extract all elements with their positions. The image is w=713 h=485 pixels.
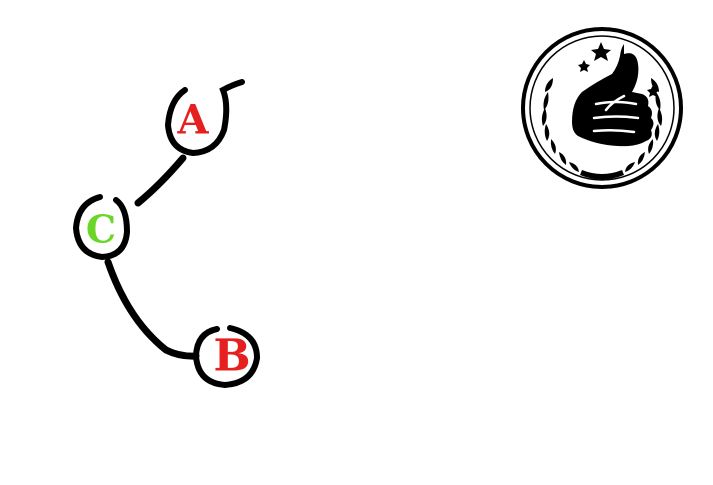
edge-c-a — [134, 154, 187, 207]
star-icon — [578, 42, 659, 97]
edge-c-b — [104, 258, 200, 360]
node-a-ring — [164, 79, 245, 157]
thumbs-up-icon — [572, 44, 654, 147]
node-c: C — [72, 194, 131, 261]
node-a: A — [164, 79, 245, 157]
node-b-ring — [192, 325, 261, 389]
node-c-label: C — [86, 207, 116, 252]
thumbs-up-badge — [521, 27, 683, 189]
node-c-ring — [72, 194, 131, 261]
node-b: B — [192, 325, 261, 389]
node-b-label: B — [213, 331, 250, 382]
badge-inner-ring — [529, 35, 675, 181]
node-a-label: A — [176, 97, 209, 144]
laurel-wreath-icon — [541, 78, 663, 180]
